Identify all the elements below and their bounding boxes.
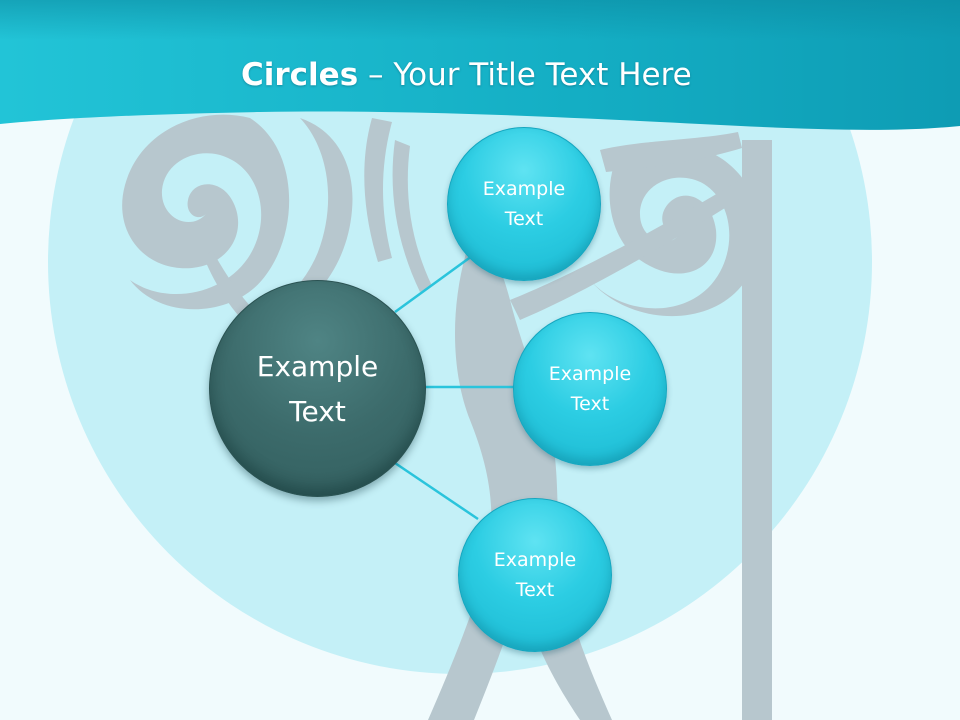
header-band-shade xyxy=(0,0,960,40)
satellite-circle-bottom-label: Example Text xyxy=(493,549,577,601)
connector-top xyxy=(394,254,473,314)
center-circle[interactable]: Example Text xyxy=(209,280,426,497)
satellite-circle-top[interactable]: Example Text xyxy=(447,127,601,281)
satellite-circle-top-label: Example Text xyxy=(482,178,566,230)
title-bold: Circles xyxy=(241,57,359,93)
satellite-circle-middle[interactable]: Example Text xyxy=(513,312,667,466)
satellite-circle-middle-label: Example Text xyxy=(548,363,632,415)
slide-title: Circles – Your Title Text Here xyxy=(241,52,692,98)
title-rest: – Your Title Text Here xyxy=(358,57,692,93)
connectors xyxy=(394,254,514,521)
connector-bottom xyxy=(394,461,479,521)
satellite-circle-bottom[interactable]: Example Text xyxy=(458,498,612,652)
center-circle-label: Example Text xyxy=(256,349,379,428)
